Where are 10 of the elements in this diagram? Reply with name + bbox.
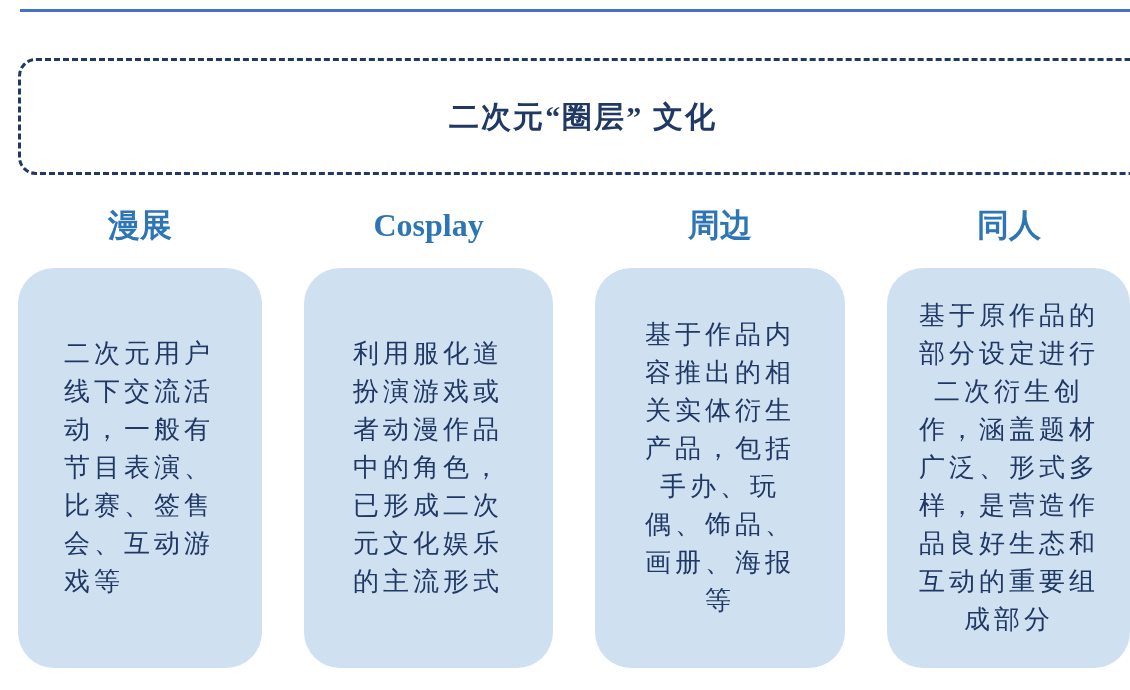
category-heading: 漫展 <box>107 206 173 245</box>
dashed-title-box <box>18 58 1130 175</box>
category-heading: Cosplay <box>372 206 485 245</box>
category-heading: 同人 <box>975 206 1042 245</box>
description-text: 利用服化道扮演游戏或者动漫作品中的角色，已形成二次元文化娱乐的主流形式 <box>352 338 504 598</box>
description-text: 基于作品内容推出的相关实体衍生产品，包括手办、玩偶、饰品、画册、海报等 <box>644 319 796 617</box>
description-text: 基于原作品的部分设定进行二次衍生创作，涵盖题材广泛、形式多样，是营造作品良好生态和互动的重要组成部分 <box>917 300 1100 636</box>
title-text: 二次元“圈层” 文化 <box>449 99 717 135</box>
category-heading: 周边 <box>687 206 753 245</box>
description-text: 二次元用户线下交流活动，一般有节目表演、比赛、签售会、互动游戏等 <box>64 338 215 598</box>
